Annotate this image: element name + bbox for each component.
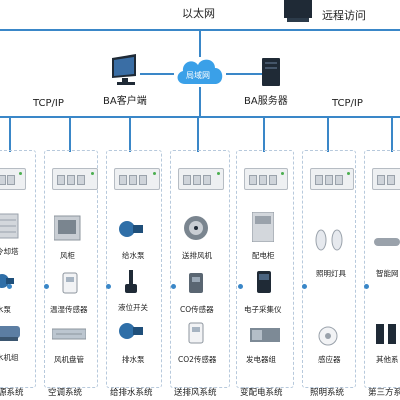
air-handler-icon <box>53 214 82 242</box>
system-label: 送排风系统 <box>174 388 217 398</box>
generator-icon <box>250 324 280 344</box>
server-icon <box>262 58 280 86</box>
drop-line <box>9 118 11 152</box>
system-label: 变配电系统 <box>240 388 283 398</box>
drop-line <box>391 118 393 152</box>
drop-line <box>129 118 131 152</box>
server-label: BA服务器 <box>244 96 288 107</box>
cloud-downlink <box>199 87 201 117</box>
system-column-aircon <box>44 150 98 388</box>
client-link <box>140 73 174 75</box>
tcpip-label-left: TCP/IP <box>33 98 64 109</box>
server-link <box>226 73 262 75</box>
system-column-water <box>106 150 162 388</box>
ddc-controller <box>114 168 160 190</box>
meter-icon <box>256 270 272 294</box>
co-sensor-icon <box>188 272 204 294</box>
top-ethernet-bus <box>0 29 400 31</box>
light-fixture-icon <box>314 228 344 252</box>
device-label: 水机组 <box>0 353 19 362</box>
lan-label: 局域网 <box>186 71 210 80</box>
connector-dot <box>364 284 369 289</box>
device-label: 感应器 <box>318 355 341 364</box>
connector-dot <box>238 284 243 289</box>
motion-sensor-icon <box>318 326 338 346</box>
device-label: 送排风机 <box>182 251 212 260</box>
connector-dot <box>44 284 49 289</box>
system-label: 照明系统 <box>310 388 345 398</box>
cooling-tower-icon <box>0 210 20 240</box>
device-label: 液位开关 <box>118 303 148 312</box>
device-label: 风柜 <box>60 251 75 260</box>
device-label: 排水泵 <box>122 355 145 364</box>
device-label: 温湿传感器 <box>50 305 88 314</box>
exhaust-fan-icon <box>182 214 210 242</box>
device-label: 水泵 <box>0 305 11 314</box>
system-label: 源系统 <box>0 388 24 398</box>
device-label: 电子采集仪 <box>244 305 282 314</box>
tcpip-bus <box>0 116 400 118</box>
system-column-source <box>0 150 36 388</box>
device-label: 智能网 <box>376 269 399 278</box>
switchgear-icon <box>251 211 275 243</box>
connector-dot <box>302 284 307 289</box>
device-label: 配电柜 <box>252 251 275 260</box>
drain-pump-icon <box>118 320 144 342</box>
humidity-sensor-icon <box>62 272 78 294</box>
device-label: 照明灯具 <box>316 269 346 278</box>
cloud-uplink <box>199 31 201 57</box>
ethernet-label: 以太网 <box>182 7 215 20</box>
ddc-controller <box>178 168 224 190</box>
device-label: 给水泵 <box>122 251 145 260</box>
device-label: 令却塔 <box>0 247 19 256</box>
chiller-icon <box>0 322 20 342</box>
system-label: 第三方系 <box>368 388 400 398</box>
device-label: CO传感器 <box>180 305 214 314</box>
remote-access-label: 远程访问 <box>322 9 366 22</box>
client-label: BA客户端 <box>103 96 147 107</box>
ddc-controller <box>244 168 288 190</box>
ddc-controller <box>310 168 354 190</box>
drop-line <box>327 118 329 152</box>
pump-icon <box>0 272 14 290</box>
drop-line <box>263 118 265 152</box>
ddc-controller <box>52 168 98 190</box>
other-system-icon <box>374 322 400 346</box>
connector-dot <box>7 284 12 289</box>
smart-network-icon <box>374 232 400 252</box>
system-column-power <box>236 150 294 388</box>
device-label: CO2传感器 <box>178 355 217 364</box>
level-switch-icon <box>124 270 138 294</box>
drop-line <box>197 118 199 152</box>
device-label: 发电器组 <box>246 355 276 364</box>
lan-cloud-icon <box>173 55 227 87</box>
system-column-ventilation <box>170 150 230 388</box>
tcpip-label-right: TCP/IP <box>332 98 363 109</box>
system-label: 给排水系统 <box>110 388 153 398</box>
co2-sensor-icon <box>188 322 204 344</box>
client-workstation-icon <box>112 54 144 86</box>
connector-dot <box>171 284 176 289</box>
device-label: 风机盘管 <box>54 355 84 364</box>
device-label: 其他系 <box>376 355 399 364</box>
remote-server-icon <box>284 0 312 22</box>
system-column-lighting <box>302 150 356 388</box>
system-column-third-party <box>364 150 400 388</box>
system-label: 空调系统 <box>48 388 83 398</box>
connector-dot <box>106 284 111 289</box>
fan-coil-icon <box>51 326 87 340</box>
ddc-controller <box>0 168 26 190</box>
drop-line <box>69 118 71 152</box>
ddc-controller <box>372 168 400 190</box>
supply-pump-icon <box>118 218 144 240</box>
